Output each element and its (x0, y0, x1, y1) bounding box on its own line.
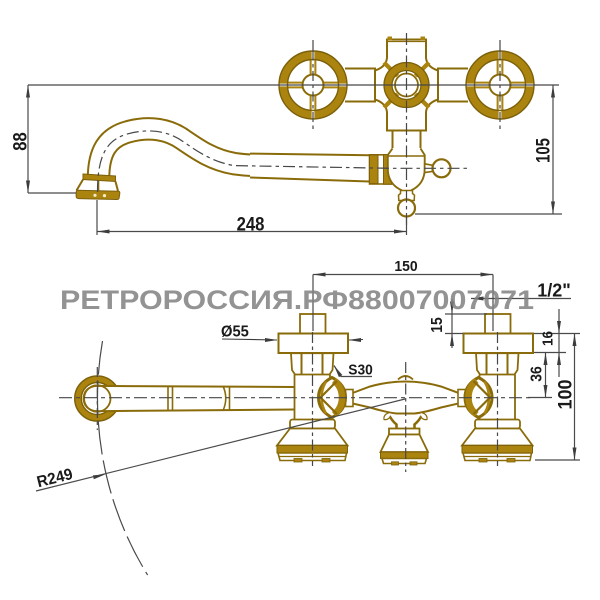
svg-text:S30: S30 (348, 361, 373, 377)
svg-text:105: 105 (533, 138, 554, 163)
svg-text:36: 36 (529, 366, 546, 382)
svg-text:88: 88 (9, 132, 31, 150)
svg-text:РЕТРОРОССИЯ.РФ88007007071: РЕТРОРОССИЯ.РФ88007007071 (60, 285, 534, 315)
svg-text:150: 150 (394, 259, 417, 276)
svg-text:1/2": 1/2" (537, 281, 571, 301)
svg-text:16: 16 (540, 331, 557, 346)
svg-text:Ø55: Ø55 (221, 323, 249, 341)
svg-text:248: 248 (237, 214, 265, 235)
svg-text:100: 100 (554, 379, 576, 409)
svg-text:15: 15 (429, 317, 446, 333)
